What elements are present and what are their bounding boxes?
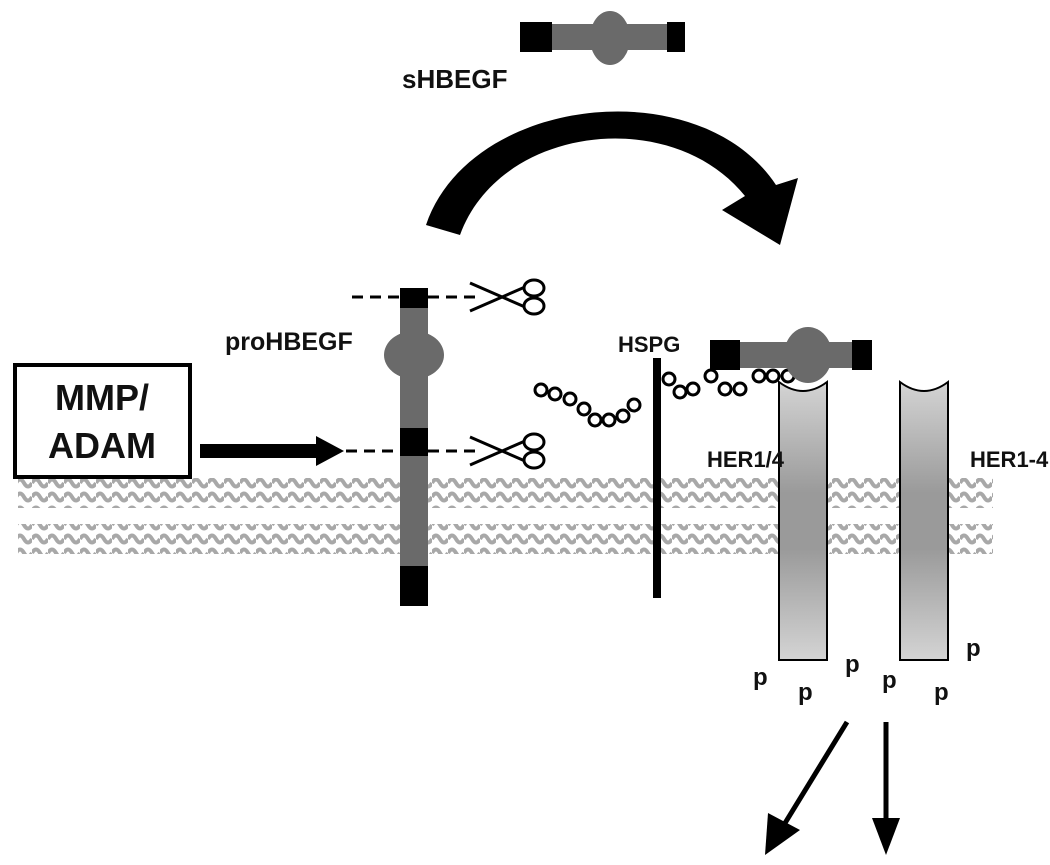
scissors-icon: [469, 278, 546, 316]
membrane-outer-leaflet: [18, 478, 993, 508]
phospho-p: p: [934, 679, 949, 706]
adam-label: ADAM: [48, 425, 156, 466]
release-curved-arrow: [426, 111, 798, 245]
her1-4-label: HER1-4: [970, 447, 1049, 472]
phospho-p: p: [882, 667, 897, 694]
phospho-p: p: [753, 664, 768, 691]
shbegf-label: sHBEGF: [402, 64, 507, 94]
her1-4-receptor: [899, 380, 949, 661]
hspg-label: HSPG: [618, 332, 680, 357]
mmp-adam-box: MMP/ ADAM: [13, 363, 192, 479]
scissors-icon: [469, 432, 546, 470]
phospho-p: p: [798, 679, 813, 706]
cell-membrane: [18, 478, 993, 554]
her14-receptor: [778, 380, 828, 661]
shbegf-molecule: [520, 11, 685, 65]
phospho-p: p: [845, 651, 860, 678]
phosphorylation-sites: p p p p p p: [753, 635, 981, 706]
downstream-arrow-left: [765, 720, 850, 855]
heparan-sulfate-chains: [533, 368, 796, 428]
mmp-label: MMP/: [55, 377, 149, 418]
prohbegf-label: proHBEGF: [225, 328, 353, 356]
mmp-arrow: [200, 436, 344, 466]
downstream-arrow-down: [872, 722, 900, 855]
bound-hbegf-molecule: [710, 327, 872, 383]
prohbegf-molecule: [384, 288, 444, 606]
membrane-inner-leaflet: [18, 524, 993, 554]
her14-label: HER1/4: [707, 447, 785, 472]
phospho-p: p: [966, 635, 981, 662]
